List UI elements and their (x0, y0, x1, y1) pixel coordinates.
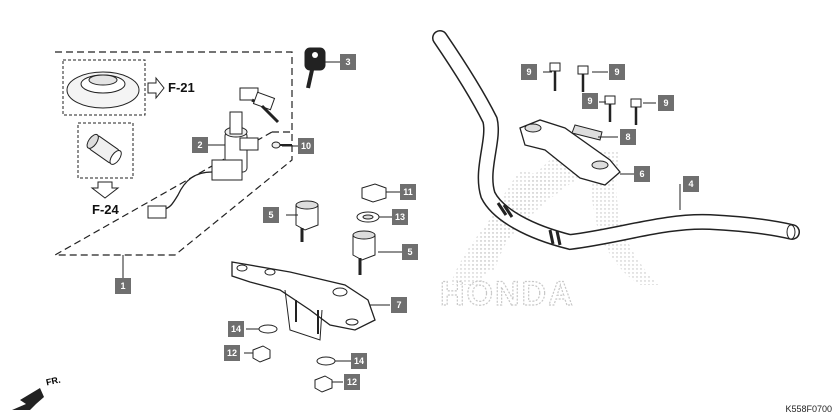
f21-arrow-icon (147, 76, 165, 100)
callout-12-right[interactable]: 12 (344, 374, 360, 390)
callout-9-b[interactable]: 9 (609, 64, 625, 80)
leader-lines (122, 61, 681, 383)
callout-11[interactable]: 11 (400, 184, 416, 200)
fuel-cap-box (62, 59, 146, 116)
holder-bolts (549, 62, 642, 125)
upper-holder (519, 119, 621, 186)
ignition-key (304, 47, 326, 89)
lower-holder-left (295, 200, 319, 242)
washer-14-left (258, 324, 278, 334)
f24-arrow-icon (90, 181, 120, 199)
callout-12-left[interactable]: 12 (224, 345, 240, 361)
callout-7[interactable]: 7 (391, 297, 407, 313)
callout-4[interactable]: 4 (683, 176, 699, 192)
ref-f24-label: F-24 (92, 202, 119, 217)
lock-cylinder (86, 133, 122, 165)
callout-14-right[interactable]: 14 (351, 353, 367, 369)
holder-plate (571, 124, 603, 141)
switch-connector (147, 205, 167, 219)
callout-3[interactable]: 3 (340, 54, 356, 70)
washer-14-right (316, 356, 336, 366)
nut-12-right (314, 375, 333, 393)
lock-cylinder-box (77, 122, 134, 179)
callout-6[interactable]: 6 (634, 166, 650, 182)
assembly-group-box (52, 51, 293, 256)
diagram-code: K558F0700 (785, 404, 832, 414)
front-arrow-icon (12, 388, 44, 410)
callout-10[interactable]: 10 (298, 138, 314, 154)
callout-9-d[interactable]: 9 (658, 95, 674, 111)
cap-nut (361, 183, 387, 203)
fuel-cap (66, 71, 140, 109)
lower-holder-right (352, 230, 376, 275)
callout-8[interactable]: 8 (620, 129, 636, 145)
callout-1[interactable]: 1 (115, 278, 131, 294)
top-bridge (231, 261, 376, 341)
ref-f21-label: F-21 (168, 80, 195, 95)
callout-9-a[interactable]: 9 (521, 64, 537, 80)
screw (271, 141, 292, 149)
honda-watermark-text: HONDA (440, 275, 575, 313)
callout-9-c[interactable]: 9 (582, 93, 598, 109)
callout-5-right[interactable]: 5 (402, 244, 418, 260)
nut-12-left (252, 345, 271, 363)
ignition-switch (147, 87, 280, 219)
callout-2[interactable]: 2 (192, 137, 208, 153)
callout-13[interactable]: 13 (392, 209, 408, 225)
callout-14-left[interactable]: 14 (228, 321, 244, 337)
callout-5-left[interactable]: 5 (263, 207, 279, 223)
handlebar (432, 30, 800, 251)
